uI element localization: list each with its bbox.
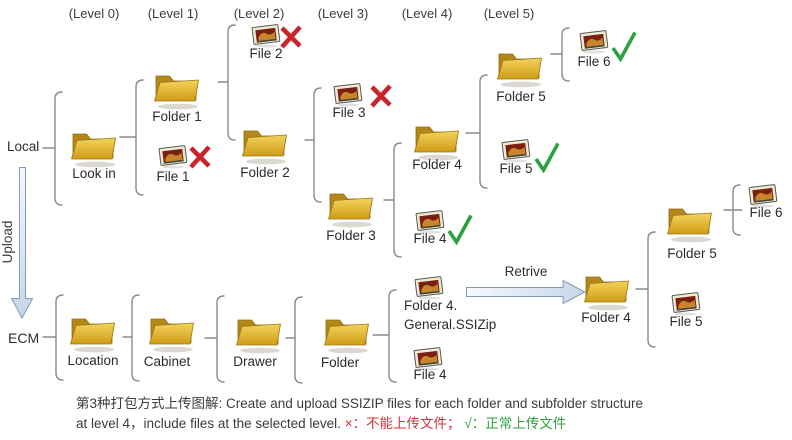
node-label: File 2 [249, 46, 283, 61]
node-label: Folder 3 [326, 228, 376, 243]
local-label: Local [7, 139, 40, 154]
node-label: Location [67, 353, 119, 368]
folder-icon [71, 133, 116, 168]
upload-arrow-icon [10, 167, 34, 319]
picture-file-icon [671, 292, 701, 316]
picture-file-icon [501, 139, 531, 163]
picture-file-icon [579, 30, 609, 54]
node-label: Folder 1 [152, 109, 202, 124]
node-label: Cabinet [143, 354, 191, 369]
node-label: File 5 [669, 314, 703, 329]
picture-file-icon [415, 210, 445, 234]
picture-file-icon [251, 24, 281, 48]
level-label-2: (Level 2) [233, 6, 285, 21]
caption-line-2: at level 4，include files at the selected… [76, 414, 776, 434]
folder-icon [328, 193, 373, 228]
picture-file-icon [748, 184, 778, 208]
folder-icon [70, 318, 115, 353]
node-label: Folder 4.General.SSIZip [404, 298, 497, 332]
picture-file-icon [413, 347, 443, 371]
node-label: File 1 [156, 169, 190, 184]
node-label: Drawer [233, 354, 277, 369]
node-label: Look in [72, 166, 116, 181]
node-label: Folder 4 [581, 310, 631, 325]
node-label: Folder 4 [412, 157, 462, 172]
check-icon [447, 214, 473, 245]
cross-icon [189, 145, 211, 169]
bracket-connector [550, 27, 570, 82]
bracket-connector [372, 289, 397, 383]
retrieve-arrow-icon [466, 279, 586, 305]
folder-icon [584, 276, 629, 311]
picture-file-icon [333, 83, 363, 107]
level-label-4: (Level 4) [401, 6, 453, 21]
bracket-connector [723, 184, 743, 236]
node-label: File 5 [499, 161, 533, 176]
node-label: File 3 [332, 105, 366, 120]
bracket-connector [465, 74, 488, 189]
upload-label: Upload [0, 220, 15, 264]
caption-line2-plain: at level 4，include files at the selected… [76, 416, 345, 431]
caption: 第3种打包方式上传图解: Create and upload SSIZIP fi… [76, 394, 776, 434]
level-label-5: (Level 5) [483, 6, 535, 21]
level-label-0: (Level 0) [68, 6, 120, 21]
node-label: Folder 2 [240, 165, 290, 180]
folder-icon [242, 130, 287, 165]
node-label: File 6 [577, 54, 611, 69]
bracket-connector [204, 295, 225, 383]
bracket-connector [635, 231, 656, 348]
bracket-connector [304, 87, 322, 203]
caption-legend-check: √：正常上传文件 [464, 416, 567, 431]
node-label: Folder 5 [667, 246, 717, 261]
node-label: Folder [320, 355, 360, 370]
cross-icon [370, 84, 392, 108]
ecm-label: ECM [8, 330, 40, 346]
bracket-connector [122, 294, 140, 382]
caption-legend-cross: ×：不能上传文件； [344, 416, 461, 431]
folder-icon [497, 53, 542, 88]
picture-file-icon [414, 276, 444, 300]
folder-icon [667, 208, 712, 243]
bracket-connector [42, 294, 64, 381]
bracket-connector [383, 142, 402, 258]
level-label-3: (Level 3) [317, 6, 369, 21]
folder-icon [149, 318, 194, 353]
node-label: File 4 [413, 367, 447, 382]
node-label: File 4 [413, 231, 447, 246]
retrieve-label: Retrive [504, 264, 548, 279]
picture-file-icon [158, 145, 188, 169]
check-icon [534, 142, 560, 173]
bracket-connector [119, 79, 144, 196]
check-icon [611, 31, 637, 62]
cross-icon [280, 25, 302, 49]
node-label: File 6 [749, 205, 783, 220]
bracket-connector [42, 91, 63, 206]
folder-icon [154, 75, 199, 110]
bracket-connector [285, 296, 303, 384]
folder-icon [414, 126, 459, 161]
caption-line-1: 第3种打包方式上传图解: Create and upload SSIZIP fi… [76, 396, 643, 411]
level-label-1: (Level 1) [147, 6, 199, 21]
node-label: Folder 5 [496, 89, 546, 104]
bracket-connector [217, 24, 236, 141]
folder-icon [236, 319, 281, 354]
folder-icon [324, 319, 369, 354]
